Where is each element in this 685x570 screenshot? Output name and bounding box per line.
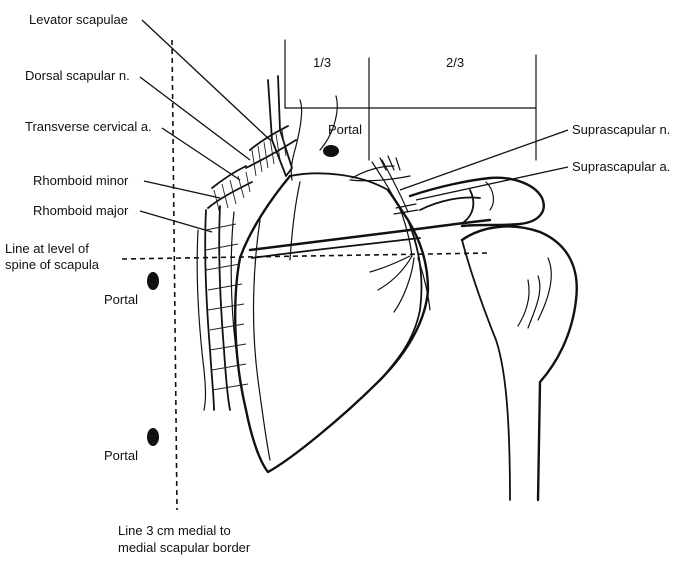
label-dorsal-scapular-nerve: Dorsal scapular n. <box>25 68 130 83</box>
label-portal-top: Portal <box>328 122 362 137</box>
label-medial-line-1: Line 3 cm medial to <box>118 523 231 538</box>
medial-muscles <box>196 75 338 421</box>
portal-bottom-marker <box>147 428 159 446</box>
label-two-thirds: 2/3 <box>446 55 464 70</box>
thirds-bracket <box>284 39 537 161</box>
label-suprascapular-artery: Suprascapular a. <box>572 159 670 174</box>
label-spine-level-line-2: spine of scapula <box>5 257 100 272</box>
label-suprascapular-nerve: Suprascapular n. <box>572 122 670 137</box>
humerus <box>460 225 578 502</box>
label-medial-line-2: medial scapular border <box>118 540 251 555</box>
label-rhomboid-major: Rhomboid major <box>33 203 129 218</box>
label-spine-level-line-1: Line at level of <box>5 241 89 256</box>
portal-top-marker <box>323 145 339 157</box>
label-transverse-cervical-artery: Transverse cervical a. <box>25 119 152 134</box>
medial-reference-line <box>171 39 178 511</box>
suprascapular-vessels-nerve <box>349 155 431 313</box>
spine-level-line <box>121 252 491 260</box>
label-portal-bottom: Portal <box>104 448 138 463</box>
label-rhomboid-minor: Rhomboid minor <box>33 173 129 188</box>
acromion <box>408 176 545 228</box>
label-portal-middle: Portal <box>104 292 138 307</box>
label-levator-scapulae: Levator scapulae <box>29 12 128 27</box>
portal-middle-marker <box>147 272 159 290</box>
scapula <box>234 172 492 474</box>
label-one-third: 1/3 <box>313 55 331 70</box>
label-pointers <box>139 19 569 233</box>
